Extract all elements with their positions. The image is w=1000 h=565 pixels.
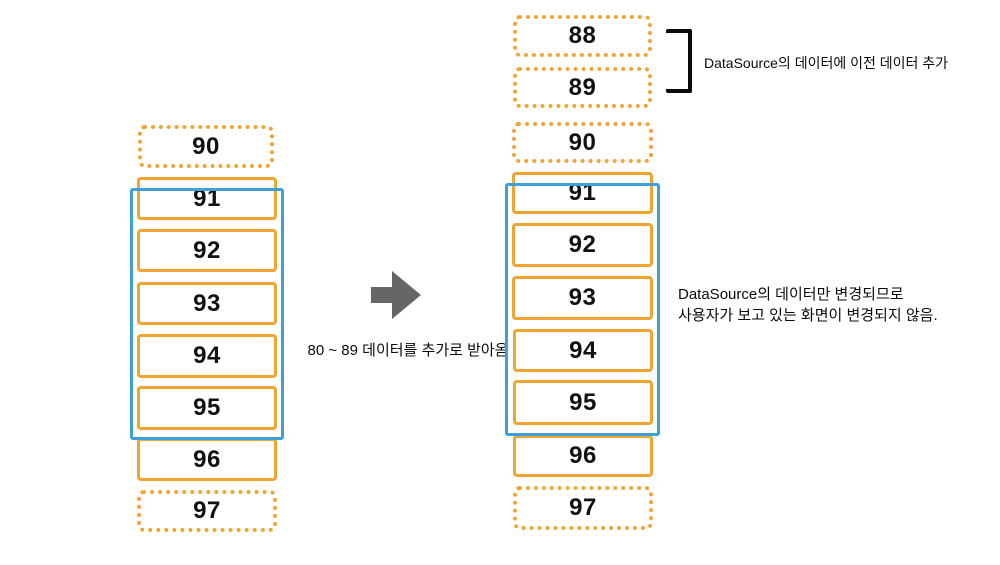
right-box-95: 95 (513, 380, 653, 425)
left-box-94: 94 (137, 334, 277, 378)
right-box-89: 89 (513, 67, 652, 108)
right-box-90: 90 (512, 122, 653, 163)
left-box-90: 90 (138, 125, 274, 168)
right-box-94: 94 (513, 329, 653, 372)
transform-arrow-icon (371, 271, 421, 319)
left-box-97: 97 (137, 490, 277, 532)
right-box-88: 88 (513, 15, 652, 57)
left-box-96: 96 (137, 438, 277, 481)
viewport-note: DataSource의 데이터만 변경되므로 사용자가 보고 있는 화면이 변경… (678, 284, 938, 326)
right-box-97: 97 (513, 486, 653, 530)
viewport-note-line2: 사용자가 보고 있는 화면이 변경되지 않음. (678, 307, 938, 324)
right-box-96: 96 (513, 435, 653, 477)
left-box-92: 92 (137, 229, 277, 272)
right-box-92: 92 (512, 223, 653, 267)
arrow-caption: 80 ~ 89 데이터를 추가로 받아옴 (307, 342, 509, 359)
left-box-91: 91 (137, 177, 277, 220)
added-rows-bracket (666, 29, 692, 93)
left-box-93: 93 (137, 282, 277, 325)
left-box-95: 95 (137, 386, 277, 430)
right-box-91: 91 (512, 172, 653, 214)
right-box-93: 93 (512, 276, 653, 320)
added-data-note: DataSource의 데이터에 이전 데이터 추가 (704, 55, 949, 71)
viewport-note-line1: DataSource의 데이터만 변경되므로 (678, 286, 904, 303)
